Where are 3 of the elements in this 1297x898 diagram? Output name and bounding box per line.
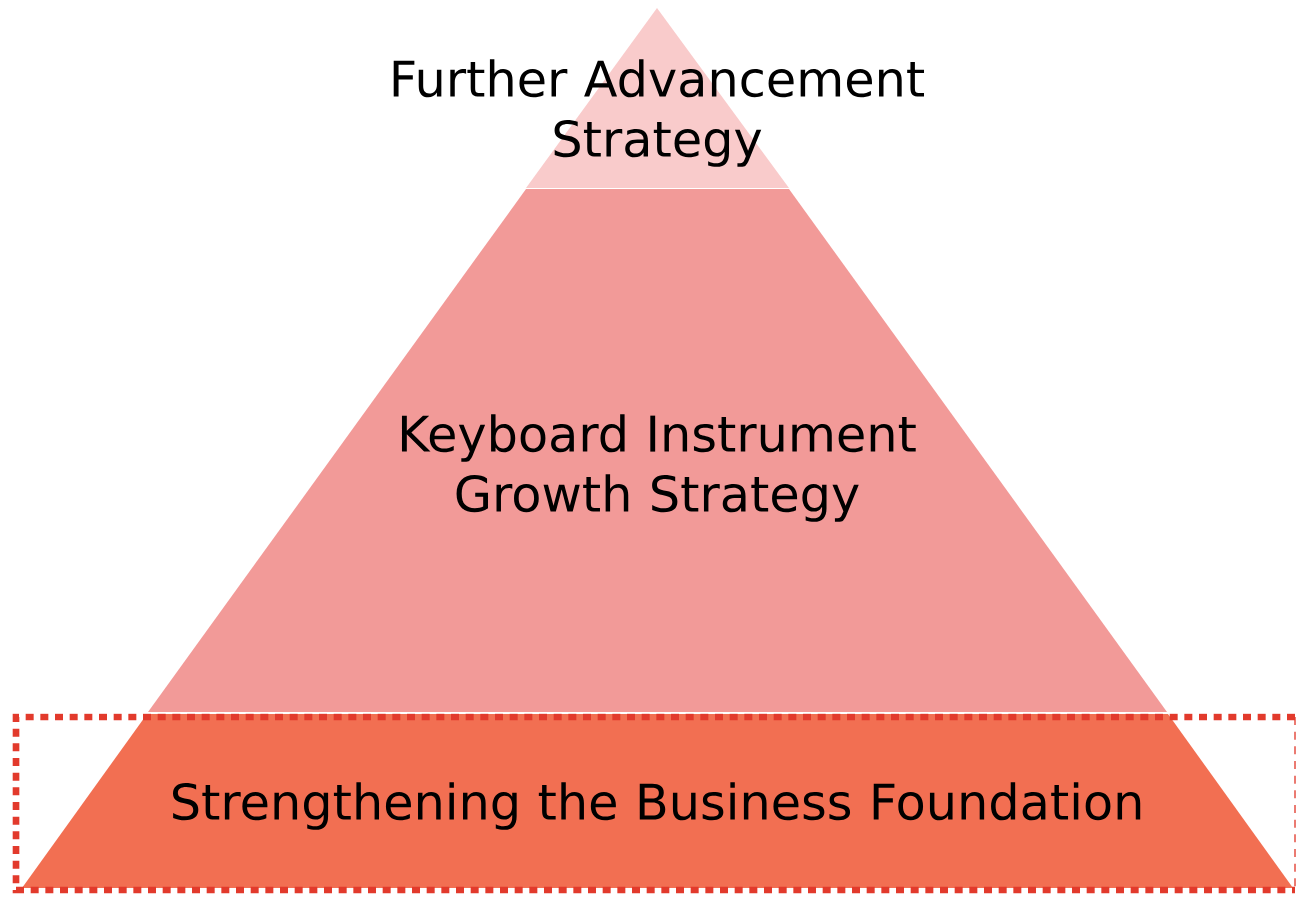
pyramid-band: Strengthening the Business Foundation (22, 714, 1293, 888)
pyramid-band: Further Advancement Strategy (393, 8, 924, 188)
pyramid-band: Keyboard Instrument Growth Strategy (148, 189, 1167, 712)
